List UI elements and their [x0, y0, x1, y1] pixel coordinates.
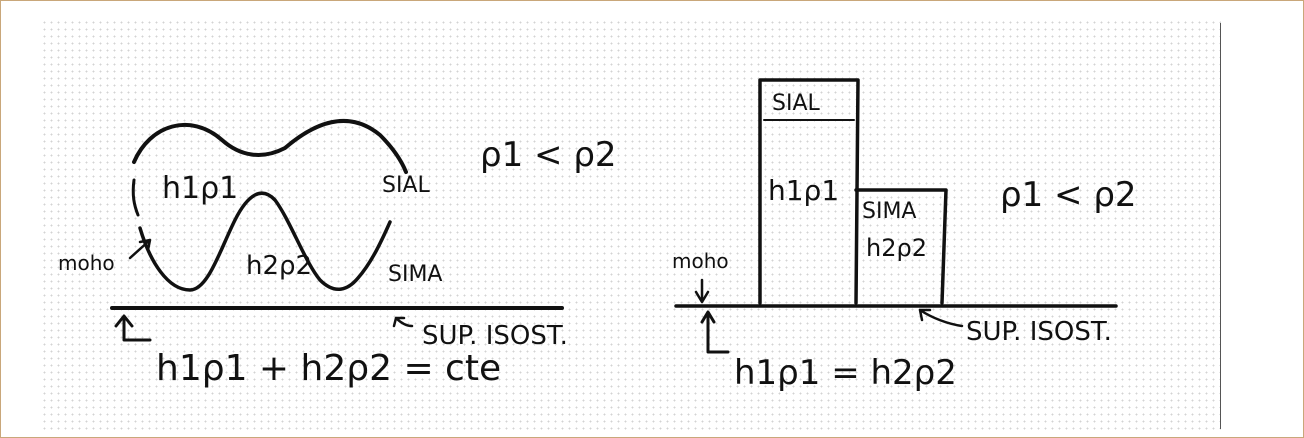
left-surface-label: SUP. ISOST.	[422, 321, 568, 351]
left-diagram: ρ1 < ρ2 h1ρ1 SIAL h2ρ2 SIMA moho SUP. IS…	[58, 119, 617, 389]
moho-pointer-arrow	[128, 238, 152, 260]
right-density-relation: ρ1 < ρ2	[1000, 175, 1137, 215]
left-moho-label: moho	[58, 251, 115, 275]
right-sima-label: SIMA	[862, 199, 916, 224]
surface-pointer-arrow-right	[918, 308, 964, 328]
right-sial-layer-label: h1ρ1	[768, 174, 839, 207]
sima-block	[854, 188, 948, 305]
dotted-paper-background	[41, 19, 1221, 431]
left-density-relation: ρ1 < ρ2	[480, 135, 617, 175]
left-sima-label: SIMA	[388, 262, 442, 287]
left-equation: h1ρ1 + h2ρ2 = cte	[156, 348, 501, 389]
left-sial-label: SIAL	[382, 173, 431, 198]
left-upper-layer-label: h1ρ1	[162, 171, 238, 206]
left-lower-layer-label: h2ρ2	[246, 251, 312, 281]
right-surface-label: SUP. ISOST.	[966, 317, 1112, 347]
right-diagram: SIAL h1ρ1 SIMA h2ρ2 ρ1 < ρ2 moho SUP. IS…	[672, 78, 1137, 393]
right-sima-layer-label: h2ρ2	[866, 234, 927, 262]
sial-top-surface	[132, 119, 408, 174]
surface-pointer-arrow	[392, 316, 414, 328]
moho-boundary	[138, 191, 392, 292]
right-moho-label: moho	[672, 249, 729, 273]
equation-bracket	[114, 314, 152, 342]
moho-pointer-arrow-right	[694, 278, 710, 304]
right-sial-label: SIAL	[772, 91, 821, 116]
right-equation: h1ρ1 = h2ρ2	[734, 353, 957, 393]
sial-left-edge	[131, 178, 140, 217]
page-margin-line	[1220, 23, 1221, 429]
equation-bracket-right	[700, 310, 730, 354]
